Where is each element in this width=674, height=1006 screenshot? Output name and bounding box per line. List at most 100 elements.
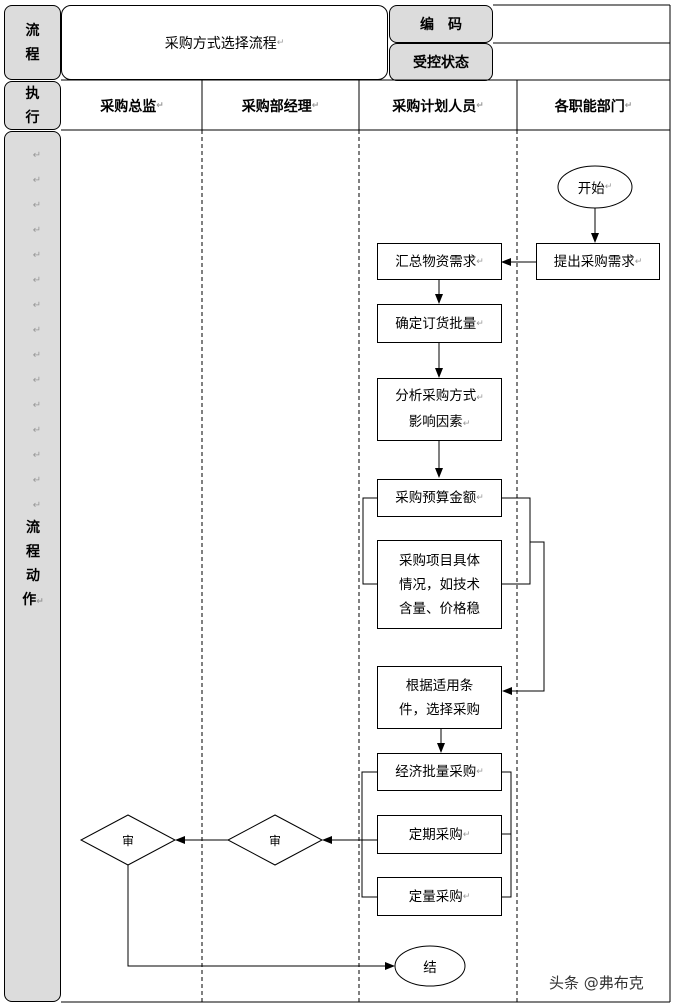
project-text-2: 情况，如技术 [399, 576, 480, 593]
return-mark: ↵ [32, 500, 42, 511]
review-manager-diamond [226, 814, 324, 866]
exec-label-cell: 执 行 [4, 81, 61, 130]
return-mark: ↵ [32, 450, 42, 461]
return-mark: ↵ [32, 475, 42, 486]
return-mark: ↵ [462, 891, 471, 902]
table-frame [61, 4, 671, 1003]
project-details-box: 采购项目具体 情况，如技术 含量、价格稳 [377, 540, 502, 629]
status-label: 受控状态 [413, 55, 469, 71]
exec-label-char-1: 执 [25, 85, 40, 102]
return-mark: ↵ [32, 325, 42, 336]
periodic-text: 定期采购 [408, 826, 463, 843]
exec-label-char-2: 行 [25, 109, 40, 126]
eco-batch-text: 经济批量采购 [395, 764, 477, 780]
code-label: 编 码 [420, 17, 462, 33]
project-text-3: 含量、价格稳 [399, 600, 480, 617]
status-label-cell: 受控状态 [389, 43, 493, 81]
end-label: 结 [395, 946, 465, 986]
return-mark: ↵ [624, 100, 633, 111]
lane-header-planner: 采购计划人员↵ [359, 81, 517, 130]
review-manager-text: 审 [268, 833, 281, 848]
return-mark: ↵ [156, 100, 164, 111]
code-label-cell: 编 码 [389, 5, 493, 43]
return-mark: ↵ [476, 100, 484, 111]
return-mark: ↵ [32, 275, 42, 286]
return-mark: ↵ [32, 425, 42, 436]
watermark-text: 头条 @弗布克 [549, 974, 644, 992]
periodic-box: 定期采购↵ [377, 815, 502, 854]
return-mark-column: ↵ ↵ ↵ ↵ ↵ ↵ ↵ ↵ ↵ ↵ ↵ ↵ ↵ ↵ ↵ [30, 143, 44, 518]
return-mark: ↵ [276, 37, 285, 48]
lane-header-manager-label: 采购部经理 [241, 98, 312, 115]
action-label: 流 程 动 作↵ [18, 515, 48, 615]
lane-header-director-label: 采购总监 [100, 98, 157, 115]
return-mark: ↵ [32, 300, 42, 311]
return-mark: ↵ [476, 493, 484, 503]
budget-text: 采购预算金额 [395, 490, 477, 506]
collect-demand-box: 汇总物资需求↵ [377, 243, 502, 280]
choose-method-box: 根据适用条 件，选择采购 [377, 666, 502, 729]
connectors [127, 208, 599, 970]
analyze-line-2: 影响因素↵ [409, 410, 471, 436]
flow-label-char-1: 流 [25, 22, 40, 39]
watermark: 头条 @弗布克 [549, 972, 644, 993]
return-mark: ↵ [36, 597, 44, 607]
choose-text-2: 件，选择采购 [399, 701, 480, 718]
eco-batch-box: 经济批量采购↵ [377, 753, 502, 791]
analyze-text-2: 影响因素 [408, 413, 463, 430]
page-title: 采购方式选择流程 [164, 35, 277, 52]
action-label-char-4-text: 作 [22, 592, 37, 608]
return-mark: ↵ [32, 400, 42, 411]
lane-header-departments-label: 各职能部门 [554, 98, 625, 115]
return-mark: ↵ [476, 767, 484, 777]
start-label: 开始↵ [558, 166, 632, 208]
return-mark: ↵ [32, 175, 42, 186]
end-text: 结 [423, 960, 437, 976]
fixed-qty-box: 定量采购↵ [377, 877, 502, 916]
return-mark: ↵ [32, 150, 42, 161]
return-mark: ↵ [32, 375, 42, 386]
determine-batch-text: 确定订货批量 [395, 315, 477, 332]
return-mark: ↵ [476, 392, 484, 403]
action-label-char-3: 动 [26, 568, 40, 584]
flow-label-cell: 流 程 [4, 5, 61, 80]
end-terminal [394, 945, 466, 987]
analyze-factors-box: 分析采购方式↵ 影响因素↵ [377, 378, 502, 441]
action-label-char-2: 程 [26, 544, 40, 560]
lane-dividers [201, 130, 518, 1002]
return-mark: ↵ [32, 200, 42, 211]
analyze-line-1: 分析采购方式↵ [395, 384, 484, 410]
lane-header-manager: 采购部经理↵ [202, 81, 359, 130]
return-mark: ↵ [462, 418, 471, 429]
return-mark: ↵ [32, 350, 42, 361]
return-mark: ↵ [634, 256, 643, 267]
start-text: 开始 [577, 181, 605, 197]
collect-demand-text: 汇总物资需求 [395, 253, 477, 270]
return-mark: ↵ [462, 829, 471, 840]
return-mark: ↵ [476, 318, 484, 329]
determine-batch-box: 确定订货批量↵ [377, 304, 502, 343]
action-label-char-1: 流 [26, 520, 40, 536]
review-director-label: 审 [108, 830, 148, 850]
project-text-1: 采购项目具体 [399, 552, 480, 569]
submit-demand-box: 提出采购需求↵ [536, 243, 660, 280]
fixed-qty-text: 定量采购 [408, 888, 463, 905]
budget-box: 采购预算金额↵ [377, 479, 502, 517]
review-manager-label: 审 [255, 830, 295, 850]
flow-label-char-2: 程 [25, 46, 40, 63]
return-mark: ↵ [32, 250, 42, 261]
return-mark: ↵ [476, 256, 484, 267]
submit-demand-text: 提出采购需求 [553, 253, 635, 270]
lane-header-planner-label: 采购计划人员 [392, 98, 477, 115]
return-mark: ↵ [32, 225, 42, 236]
return-mark: ↵ [311, 100, 320, 111]
lane-header-director: 采购总监↵ [62, 81, 202, 130]
action-label-char-4: 作↵ [22, 588, 44, 614]
choose-text-1: 根据适用条 [405, 677, 474, 694]
review-director-text: 审 [121, 833, 134, 848]
action-label-cell [4, 131, 61, 1002]
analyze-text-1: 分析采购方式 [395, 387, 477, 404]
return-mark: ↵ [604, 182, 613, 192]
lane-header-departments: 各职能部门↵ [517, 81, 670, 130]
